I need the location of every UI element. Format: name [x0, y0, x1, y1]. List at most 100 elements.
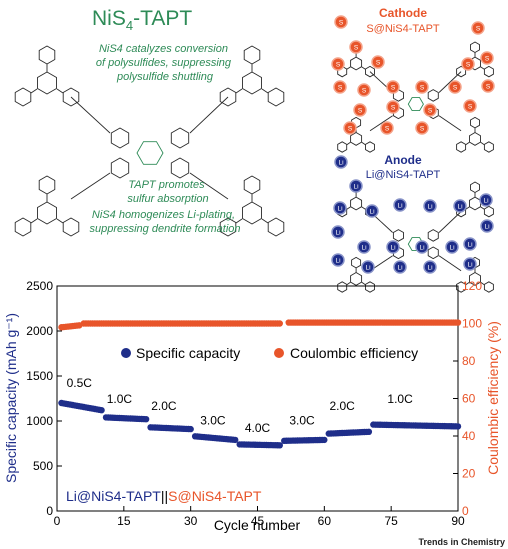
- anode-subtitle: Li@NiS4-TAPT: [366, 169, 441, 181]
- particle-label: Li: [467, 242, 472, 249]
- triazine-ring: [469, 271, 481, 286]
- imine-link: [438, 255, 462, 272]
- phenyl-ring: [365, 281, 375, 293]
- particle-label: Li: [449, 245, 454, 252]
- particle: [386, 80, 400, 94]
- bond: [30, 218, 38, 224]
- bond: [346, 142, 351, 146]
- particle: [471, 21, 485, 35]
- phenyl-ring: [365, 65, 375, 78]
- imine-link: [438, 115, 462, 132]
- phenyl-ring: [483, 281, 494, 293]
- bond: [261, 88, 269, 94]
- cathode-subtitle: S@NiS4-TAPT: [366, 23, 440, 35]
- imine-link: [70, 96, 111, 134]
- particle-label: S: [420, 126, 425, 133]
- imine-link: [438, 71, 462, 93]
- particle: [361, 260, 375, 274]
- particle: [453, 199, 467, 213]
- particle: [331, 253, 345, 267]
- particle-label: S: [391, 85, 396, 92]
- imine-link: [369, 115, 393, 132]
- phenyl-ring: [14, 217, 32, 237]
- capacity-point: [187, 425, 194, 433]
- particle-label: S: [376, 60, 381, 67]
- rate-label: 2.0C: [329, 399, 355, 413]
- phenyl-ring: [351, 256, 362, 269]
- right-tick-label: 120: [462, 279, 482, 293]
- nis4-core: [136, 141, 164, 165]
- particle: [445, 240, 459, 254]
- left-tick-label: 500: [33, 459, 53, 473]
- legend-label-efficiency: Coulombic efficiency: [290, 345, 418, 361]
- particle-label: S: [358, 108, 363, 115]
- bond: [480, 66, 485, 70]
- phenyl-ring: [365, 141, 375, 153]
- particle: [357, 240, 371, 254]
- tapt-molecular-structure: [14, 45, 285, 237]
- right-tick-label: 40: [462, 429, 476, 443]
- right-axis-label: Coulombic efficiency (%): [485, 321, 501, 475]
- phenyl-ring: [243, 175, 261, 195]
- particle-label: Li: [484, 224, 489, 231]
- left-tick-label: 1500: [26, 369, 53, 383]
- particle-label: Li: [419, 245, 424, 252]
- phenyl-ring: [337, 141, 348, 153]
- triazine-ring: [350, 56, 363, 71]
- x-tick-label: 45: [251, 514, 265, 528]
- particle: [415, 121, 429, 135]
- bond: [30, 88, 38, 94]
- particle-label: S: [466, 62, 471, 69]
- triazine-ring: [242, 201, 262, 225]
- core-phenyl-ring: [427, 89, 439, 102]
- left-tick-label: 2500: [26, 279, 53, 293]
- particle-label: Li: [338, 160, 343, 167]
- particle-label: S: [336, 62, 341, 69]
- phenyl-ring: [219, 217, 237, 237]
- coulombic-efficiency-series: [58, 319, 462, 331]
- particle: [463, 99, 477, 113]
- particle-label: S: [362, 88, 367, 95]
- rate-label: 4.0C: [245, 421, 271, 435]
- right-tick-label: 20: [462, 467, 476, 481]
- particle-label: S: [428, 108, 433, 115]
- particle: [353, 103, 367, 117]
- cathode-title: Cathode: [379, 6, 427, 20]
- particle-label: Li: [365, 265, 370, 272]
- left-tick-label: 1000: [26, 414, 53, 428]
- caption-catalysis: NiS4 catalyzes conversion of polysulfide…: [96, 43, 234, 83]
- bond: [235, 88, 243, 94]
- particle: [380, 121, 394, 135]
- phenyl-ring: [267, 217, 285, 237]
- triazine-ring: [350, 271, 363, 286]
- particle: [349, 40, 363, 54]
- phenyl-ring: [483, 65, 494, 78]
- cell-configuration-label: Li@NiS4-TAPT||S@NiS4-TAPT: [66, 488, 262, 504]
- particle: [461, 57, 475, 71]
- particle-label: S: [486, 84, 491, 91]
- imine-link: [438, 211, 462, 233]
- particle: [480, 219, 494, 233]
- x-tick-label: 30: [184, 514, 198, 528]
- bond: [361, 282, 366, 286]
- phenyl-ring: [219, 87, 237, 107]
- core-phenyl-ring: [392, 229, 404, 242]
- particle-label: S: [453, 85, 458, 92]
- x-axis-label: Cycle number: [214, 517, 301, 533]
- phenyl-ring: [38, 175, 56, 195]
- legend-marker-capacity: [121, 348, 131, 358]
- nis4-core: [407, 97, 424, 112]
- particle-label: S: [485, 56, 490, 63]
- particle: [463, 257, 477, 271]
- particle-label: Li: [353, 184, 358, 191]
- core-phenyl-ring: [170, 127, 190, 149]
- anode-title: Anode: [384, 153, 422, 167]
- phenyl-ring: [62, 217, 80, 237]
- particle: [331, 225, 345, 239]
- right-tick-label: 100: [462, 317, 482, 331]
- left-axis-label: Specific capacity (mAh g⁻¹): [3, 313, 19, 483]
